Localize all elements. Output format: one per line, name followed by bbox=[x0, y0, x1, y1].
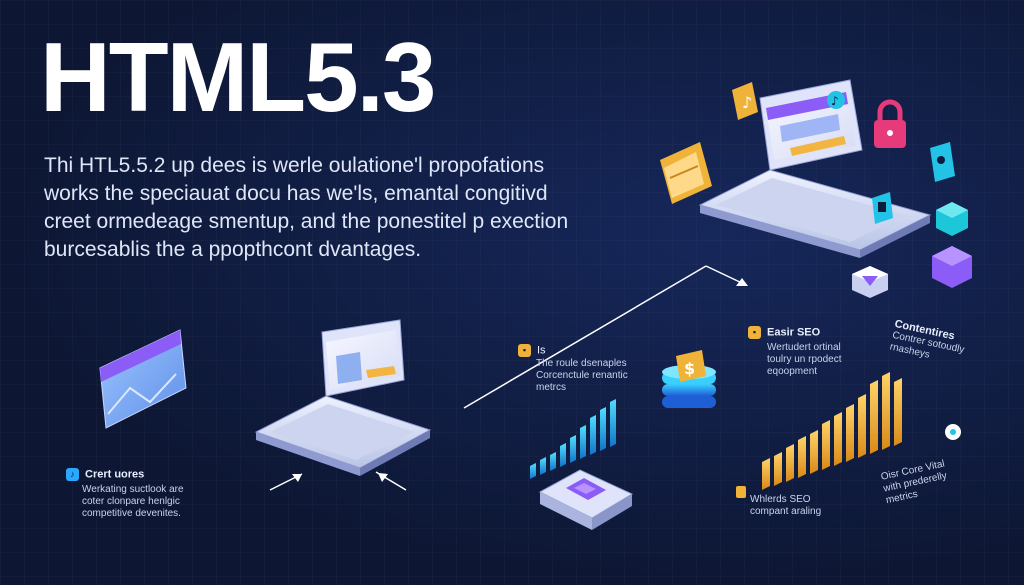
caption-route: ▪ Is The roule dsenaples Corcenctule rena… bbox=[518, 344, 628, 394]
caption-easy-seo: ▪ Easir SEO Wertudert ortinal toulry un r… bbox=[748, 326, 842, 378]
lock-icon bbox=[874, 99, 906, 148]
cube-icon bbox=[852, 266, 888, 298]
caption-craft-title: Crert uores bbox=[85, 468, 145, 481]
location-icon bbox=[945, 424, 961, 440]
laptop-icon bbox=[254, 319, 432, 476]
page-title: HTML5.3 bbox=[40, 22, 436, 132]
badge-icon bbox=[736, 486, 746, 498]
music-note-icon: ♪ bbox=[66, 468, 79, 481]
caption-line: eqoopment bbox=[767, 366, 818, 377]
laptop-icon bbox=[698, 79, 932, 258]
bar-chart-gold bbox=[762, 372, 902, 490]
intro-line: creet ormedeage smentup, and the ponesti… bbox=[44, 210, 569, 233]
svg-text:♪: ♪ bbox=[742, 93, 752, 112]
caption-whlerds: Whlerds SEO compant araling bbox=[750, 494, 821, 518]
caption-line: coter clonpare henlgic bbox=[82, 496, 180, 507]
caption-line: compant araling bbox=[750, 506, 822, 517]
bar-chart-cyan bbox=[530, 399, 616, 479]
caption-craft: ♪ Crert uores Werkating suctlook are cote… bbox=[66, 468, 184, 520]
intro-line: burcesablis the a ppopthcont dvantages. bbox=[44, 238, 422, 261]
cube-icon bbox=[932, 246, 972, 288]
music-note-icon: ♪ bbox=[732, 82, 758, 120]
cube-icon bbox=[936, 202, 968, 236]
connector-arrows bbox=[269, 265, 748, 491]
intro-paragraph: Thi HTL5.5.2 up dees is werle oulatione'… bbox=[44, 152, 569, 264]
caption-line: The roule dsenaples bbox=[536, 358, 627, 369]
chip-icon bbox=[538, 469, 634, 530]
caption-line: metrcs bbox=[536, 382, 566, 393]
badge-icon: ▪ bbox=[518, 344, 531, 357]
dollar-icon: $ bbox=[662, 350, 716, 408]
caption-line: toulry un rpodect bbox=[767, 354, 842, 365]
caption-route-title: Is bbox=[537, 344, 546, 357]
caption-line: Corcenctule renantic bbox=[536, 370, 628, 381]
caption-line: competitive devenites. bbox=[82, 508, 181, 519]
music-note-icon: ♪ bbox=[827, 91, 845, 109]
caption-line: Werkating suctlook are bbox=[82, 484, 184, 495]
caption-line: Whlerds SEO bbox=[750, 494, 811, 505]
browser-window-icon bbox=[99, 329, 187, 429]
intro-line: works the speciauat docu has we'ls, eman… bbox=[44, 182, 548, 205]
caption-easy-seo-title: Easir SEO bbox=[767, 326, 821, 339]
id-card-icon bbox=[930, 142, 955, 182]
id-card-icon bbox=[872, 192, 893, 224]
caption-line: Wertudert ortinal bbox=[767, 342, 841, 353]
svg-text:$: $ bbox=[684, 359, 695, 378]
svg-text:♪: ♪ bbox=[831, 94, 839, 108]
intro-line: Thi HTL5.5.2 up dees is werle oulatione'… bbox=[44, 154, 545, 177]
folder-icon bbox=[660, 142, 712, 204]
badge-icon: ▪ bbox=[748, 326, 761, 339]
